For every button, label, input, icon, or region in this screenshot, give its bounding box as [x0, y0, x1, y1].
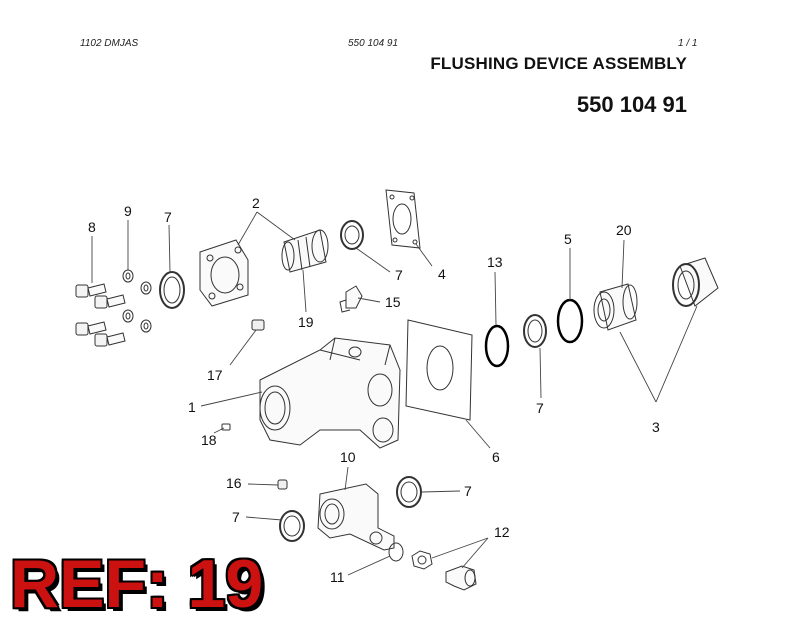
doc-code: 1102 DMJAS — [80, 38, 139, 49]
flange-part — [199, 239, 249, 307]
callout-19: 19 — [298, 314, 314, 330]
callout-1: 1 — [188, 399, 196, 415]
bearing-part — [593, 283, 638, 331]
callout-12: 12 — [494, 524, 510, 540]
bolt-part — [75, 283, 126, 347]
callout-8: 8 — [88, 219, 96, 235]
seal-part — [279, 510, 305, 542]
o-ring-part — [484, 324, 510, 368]
callout-16: 16 — [226, 475, 242, 491]
page-title: FLUSHING DEVICE ASSEMBLY — [430, 54, 687, 73]
callout-10: 10 — [340, 449, 356, 465]
callout-7: 7 — [464, 483, 472, 499]
callout-17: 17 — [207, 367, 223, 383]
callout-13: 13 — [487, 254, 503, 270]
page-number: 1 / 1 — [678, 38, 698, 49]
screw-part — [277, 479, 288, 490]
plate-part — [405, 319, 473, 421]
elbow-fitting-part — [339, 285, 363, 313]
callout-9: 9 — [124, 203, 132, 219]
seal-part — [159, 271, 185, 309]
elbow-fitting-part — [445, 565, 477, 591]
block-part — [317, 483, 395, 551]
gasket-part — [385, 189, 421, 249]
cap-part — [672, 257, 719, 307]
leader-lines — [91, 211, 698, 576]
housing-part — [259, 337, 401, 449]
callout-7: 7 — [164, 209, 172, 225]
pin-part — [221, 423, 231, 431]
callout-6: 6 — [492, 449, 500, 465]
callout-11: 11 — [330, 569, 345, 585]
pipe-part — [281, 229, 329, 273]
callout-4: 4 — [438, 266, 446, 282]
callout-18: 18 — [201, 432, 217, 448]
seal-part — [340, 220, 364, 250]
callout-7: 7 — [536, 400, 544, 416]
callout-5: 5 — [564, 231, 572, 247]
callout-7: 7 — [395, 267, 403, 283]
ref-label: REF: 19 — [10, 546, 264, 622]
callout-2: 2 — [252, 195, 260, 211]
washer-part — [388, 542, 404, 562]
callout-3: 3 — [652, 419, 660, 435]
plug-part — [251, 319, 265, 331]
washer-part — [122, 269, 152, 333]
header-part-number: 550 104 91 — [348, 38, 399, 49]
seal-part — [396, 476, 422, 508]
nut-part — [411, 550, 433, 570]
o-ring-part — [556, 298, 584, 344]
callout-20: 20 — [616, 222, 632, 238]
seal-part — [523, 314, 547, 348]
part-number: 550 104 91 — [576, 92, 687, 117]
callout-7: 7 — [232, 509, 240, 525]
callout-15: 15 — [385, 294, 401, 310]
